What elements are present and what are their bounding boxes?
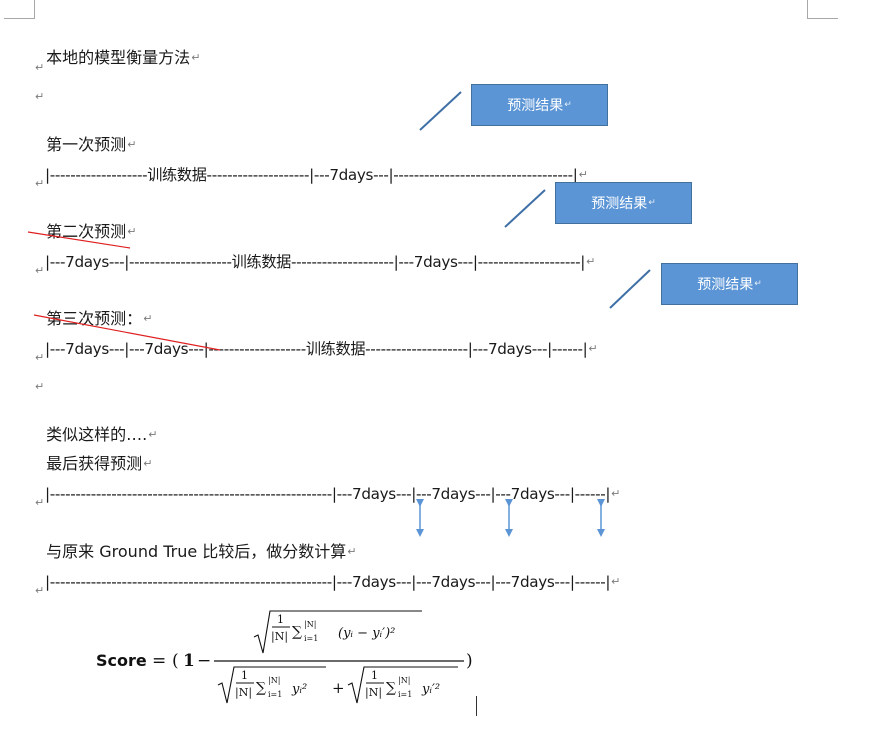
empty-paragraph-mark: ↵: [35, 90, 45, 103]
empty-paragraph-mark: ↵: [35, 380, 45, 393]
connector-line-3[interactable]: [609, 269, 651, 309]
round-2-timeline[interactable]: |---7days---|--------------------训练数据---…: [44, 253, 595, 271]
formula-den-a-one: 1: [241, 669, 248, 682]
formula-num-one: 1: [277, 613, 284, 626]
formula-den-a-sum: ∑: [256, 680, 266, 696]
empty-paragraph-mark: ↵: [35, 496, 45, 509]
formula-den-a-sum-lower: i=1: [268, 690, 282, 699]
connector-line-2[interactable]: [504, 189, 546, 228]
empty-paragraph-mark: ↵: [35, 177, 45, 190]
formula-den-b-term: yᵢ′²: [421, 682, 440, 697]
final-prediction-label[interactable]: 最后获得预测↵: [46, 454, 153, 473]
page-corner-top-left: [4, 0, 35, 19]
formula-den-b-sum-upper: |N|: [398, 676, 410, 685]
formula-num-sum-lower: i=1: [304, 634, 318, 643]
formula-num-sum-upper: |N|: [304, 620, 316, 629]
round-1-timeline[interactable]: |-------------------训练数据----------------…: [44, 166, 588, 184]
text-cursor: [476, 696, 477, 716]
empty-paragraph-mark: ↵: [35, 351, 45, 364]
formula-den-sqrt-b: [347, 666, 458, 704]
final-timeline[interactable]: |---------------------------------------…: [44, 485, 621, 503]
formula-den-b-sum: ∑: [386, 680, 396, 696]
round-2-label[interactable]: 第二次预测↵: [46, 222, 137, 241]
formula-close-paren: ): [466, 651, 473, 671]
formula-den-a-N: |N|: [235, 686, 252, 700]
page-corner-top-right: [807, 0, 838, 19]
prediction-result-box-1[interactable]: 预测结果↵: [471, 84, 608, 126]
round-3-timeline[interactable]: |---7days---|---7days---|---------------…: [44, 340, 598, 358]
formula-num-term: (yᵢ − yᵢ′)²: [338, 626, 395, 641]
round-1-label[interactable]: 第一次预测↵: [46, 135, 137, 154]
formula-num-sqrt: [253, 610, 422, 654]
formula-one: 1: [183, 651, 195, 671]
formula-den-b-sum-lower: i=1: [398, 690, 412, 699]
formula-num-N: |N|: [271, 630, 288, 644]
empty-paragraph-mark: ↵: [35, 61, 45, 74]
formula-minus: −: [197, 651, 211, 671]
formula-den-b-one: 1: [371, 669, 378, 682]
formula-score: Score: [96, 651, 147, 670]
formula-eq: =: [152, 651, 166, 671]
empty-paragraph-mark: ↵: [35, 264, 45, 277]
formula-den-sqrt-a: [217, 666, 326, 704]
ground-truth-timeline[interactable]: |---------------------------------------…: [44, 573, 621, 591]
prediction-result-box-3[interactable]: 预测结果↵: [661, 263, 798, 305]
doc-title[interactable]: 本地的模型衡量方法↵: [46, 48, 201, 67]
score-formula[interactable]: Score = ( 1 − 1 |N| ∑ |N| i=1 (yᵢ − yᵢ′)…: [96, 607, 486, 709]
formula-plus: +: [332, 679, 345, 697]
score-formula-svg: Score = ( 1 − 1 |N| ∑ |N| i=1 (yᵢ − yᵢ′)…: [96, 610, 473, 704]
prediction-result-box-2[interactable]: 预测结果↵: [555, 182, 692, 224]
round-3-label[interactable]: 第三次预测：↵: [46, 309, 153, 328]
connector-line-1[interactable]: [419, 91, 462, 131]
compare-text[interactable]: 与原来 Ground True 比较后，做分数计算↵: [46, 542, 357, 561]
formula-den-a-sum-upper: |N|: [268, 676, 280, 685]
formula-num-sum: ∑: [292, 624, 302, 640]
formula-den-b-N: |N|: [365, 686, 382, 700]
similar-text[interactable]: 类似这样的….↵: [46, 425, 158, 444]
empty-paragraph-mark: ↵: [35, 584, 45, 597]
formula-open-paren: (: [172, 651, 179, 671]
formula-den-a-term: yᵢ²: [291, 682, 307, 697]
